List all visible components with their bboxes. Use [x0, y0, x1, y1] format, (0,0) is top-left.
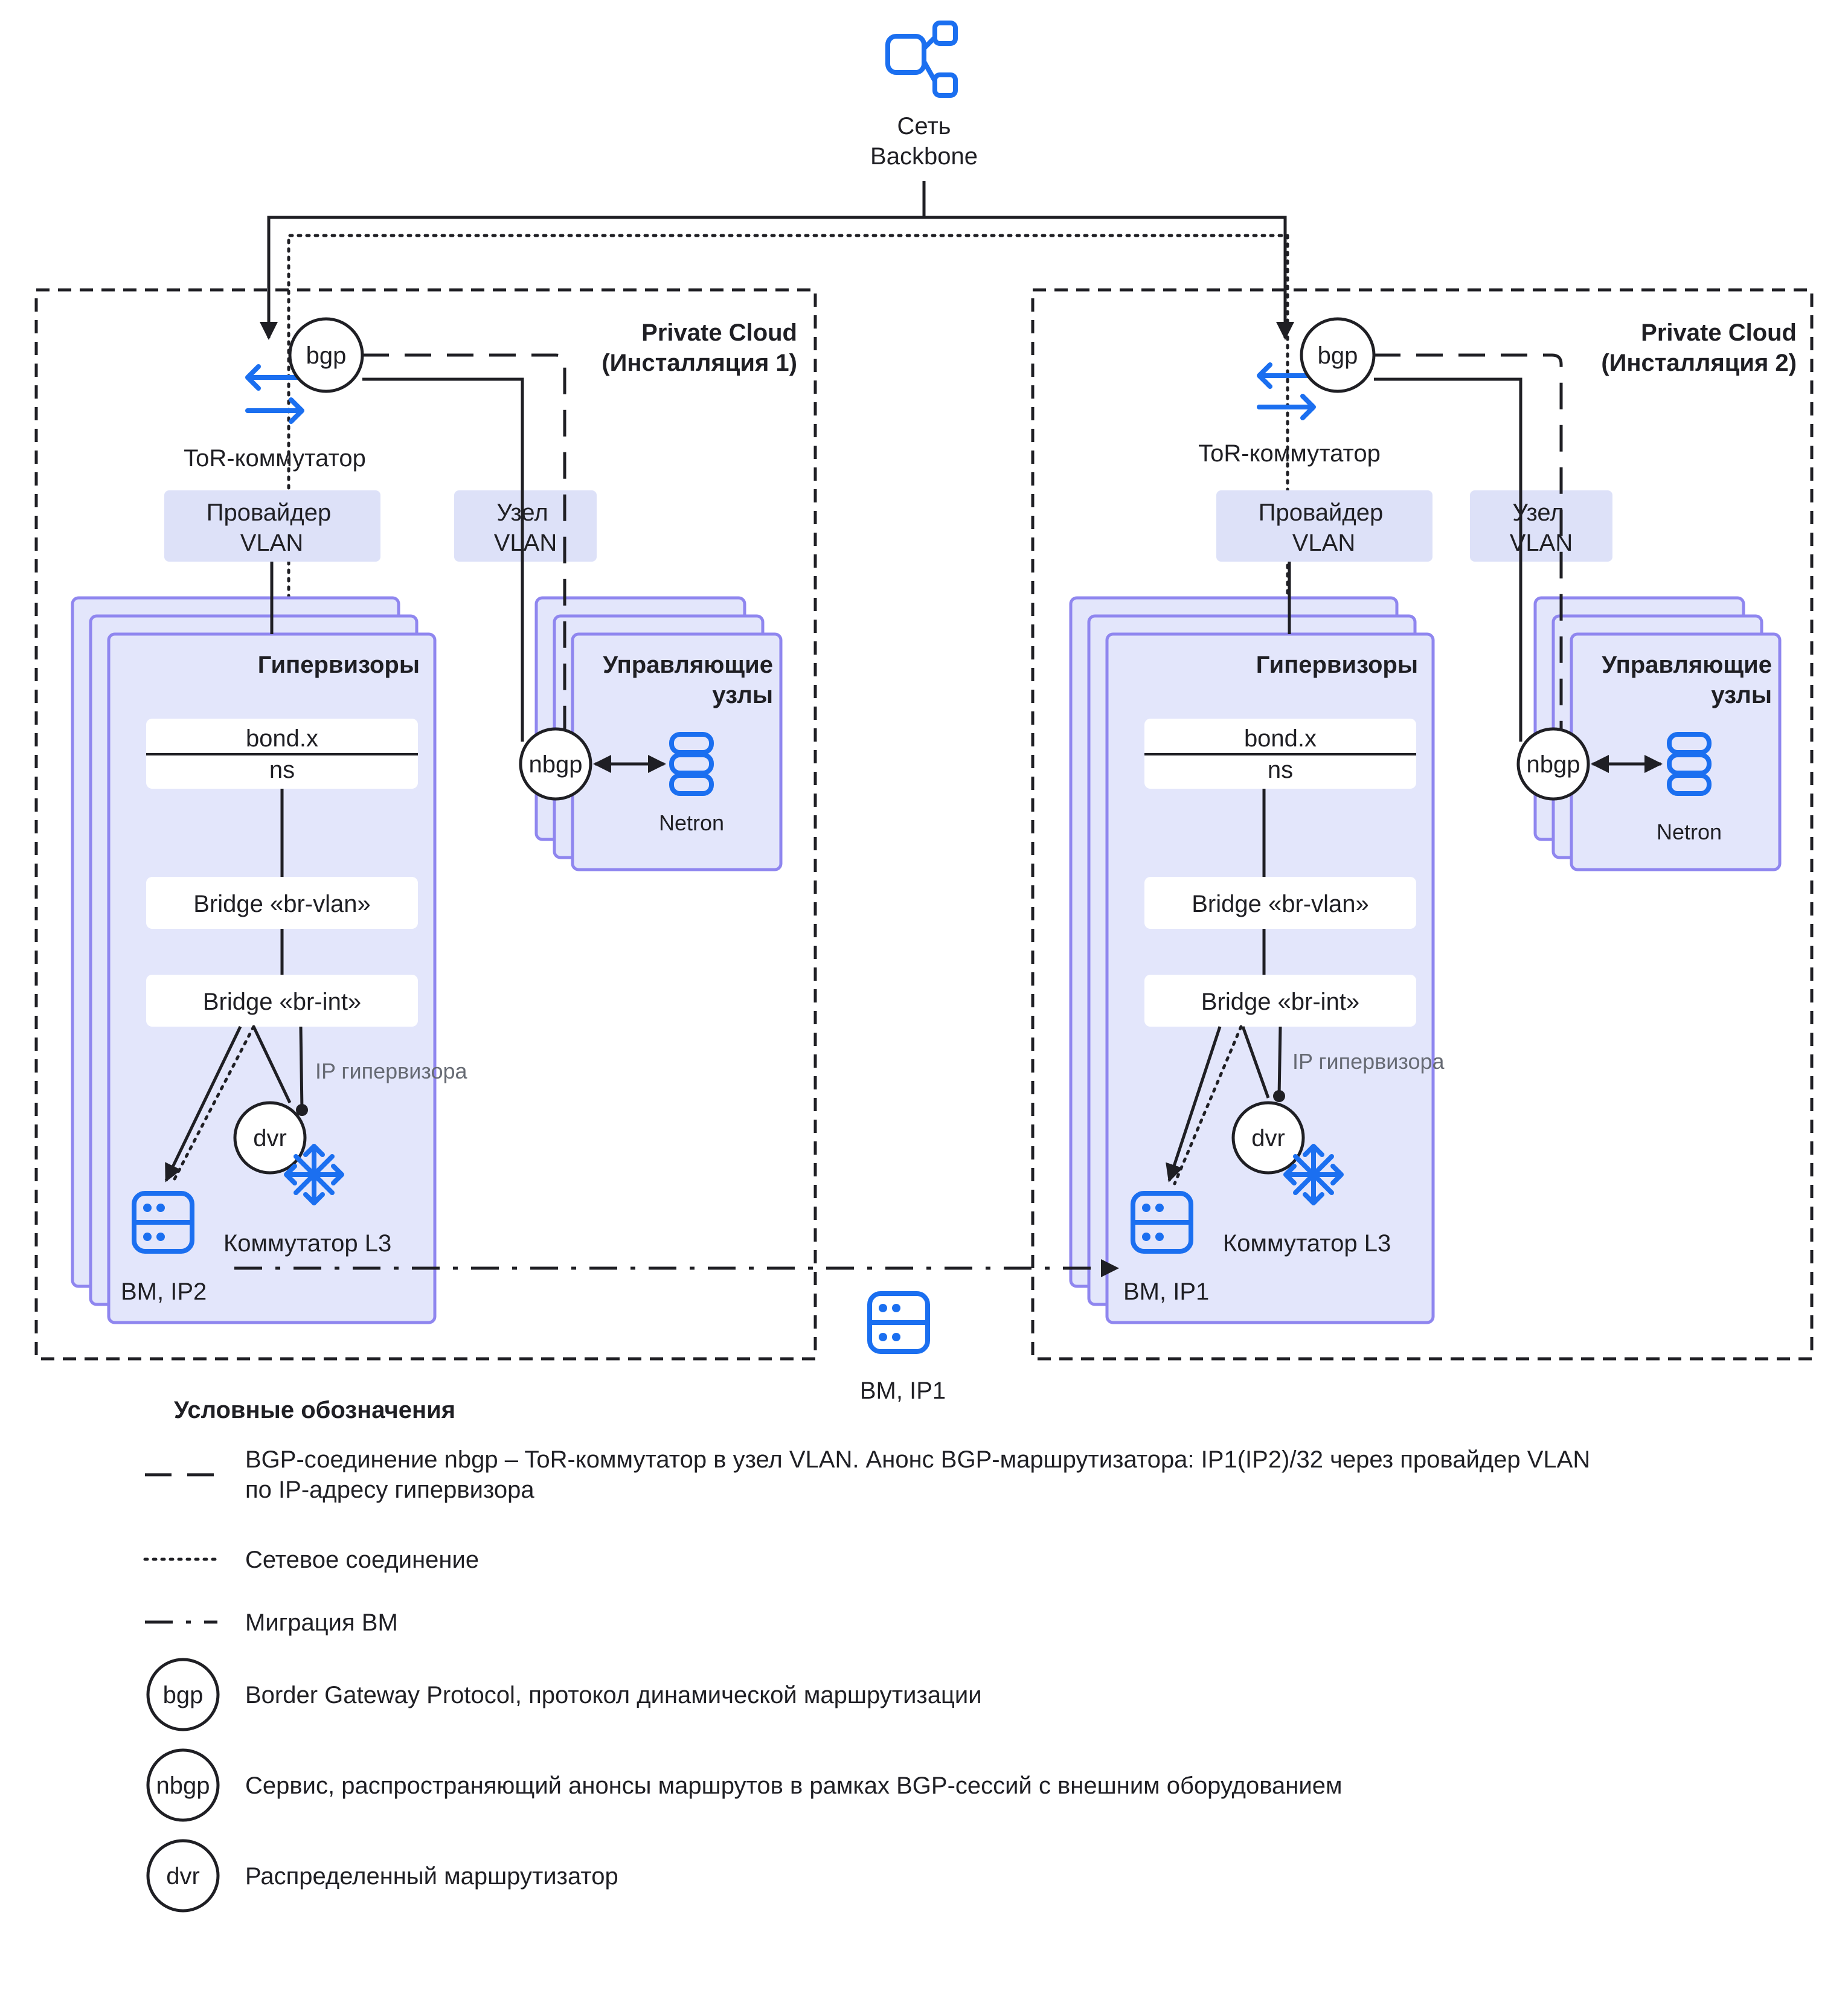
l3-switch-icon — [284, 1144, 344, 1205]
database-icon — [669, 732, 714, 796]
installation-title-line1: Private Cloud — [1641, 319, 1797, 346]
tor-switch-label: ToR-коммутатор — [184, 445, 366, 472]
installation-title-line2: (Инсталляция 1) — [602, 350, 797, 376]
legend-item-1-line2: по IP-адресу гипервизора — [245, 1477, 534, 1503]
bgp-label: bgp — [1318, 342, 1358, 369]
ns-label: ns — [269, 757, 295, 783]
legend-dvr-symbol-label: dvr — [166, 1863, 200, 1890]
installation-2: Private Cloud (Инсталляция 2) ToR-коммут… — [1069, 317, 1797, 1324]
provider-vlan-box — [1216, 490, 1433, 562]
legend-item-2: Сетевое соединение — [245, 1547, 479, 1573]
vm-label: ВМ, IP2 — [121, 1278, 207, 1305]
control-nodes-title-line1: Управляющие — [603, 652, 773, 678]
backbone-label-line1: Сеть — [897, 113, 951, 140]
installation-2-region — [1031, 288, 1814, 1361]
installation-1: Private Cloud (Инсталляция 1) ToR-коммут… — [71, 317, 797, 1324]
legend-title: Условные обозначения — [174, 1397, 455, 1423]
legend-dvr-symbol — [146, 1839, 220, 1913]
node-vlan-line2: VLAN — [1510, 530, 1573, 556]
legend-nbgp-symbol — [146, 1748, 220, 1822]
nbgp-node — [519, 727, 592, 801]
server-icon — [1131, 1191, 1193, 1254]
l3-switch-label: Коммутатор L3 — [1223, 1230, 1391, 1257]
netron-label: Netron — [1657, 819, 1722, 844]
provider-vlan-line1: Провайдер — [1259, 499, 1383, 526]
hypervisors-title: Гипервизоры — [258, 652, 420, 678]
node-vlan-box — [454, 490, 597, 562]
dvr-label: dvr — [1251, 1125, 1285, 1152]
control-nodes-title-line2: узлы — [712, 682, 773, 708]
ip-hypervisor-label: IP гипервизора — [1292, 1049, 1445, 1074]
dvr-node — [233, 1101, 307, 1175]
bond-label: bond.x — [1244, 725, 1317, 752]
bridge-int-label: Bridge «br-int» — [1201, 989, 1359, 1015]
ip-hypervisor-label: IP гипервизора — [315, 1059, 468, 1083]
installation-title-line1: Private Cloud — [641, 319, 797, 346]
control-nodes-title-line2: узлы — [1711, 682, 1772, 708]
legend-bgp-symbol — [146, 1658, 220, 1731]
legend-item-5: Сервис, распространяющий анонсы маршруто… — [245, 1772, 1342, 1799]
vm-label: ВМ, IP1 — [1123, 1278, 1209, 1305]
l3-switch-icon — [1283, 1144, 1344, 1205]
node-vlan-box — [1470, 490, 1612, 562]
tor-switch-label: ToR-коммутатор — [1198, 440, 1381, 467]
legend-item-4: Border Gateway Protocol, протокол динами… — [245, 1682, 982, 1708]
ns-label: ns — [1268, 757, 1293, 783]
backbone-link-2 — [924, 216, 1294, 340]
legend-item-3: Миграция ВМ — [245, 1609, 398, 1636]
bgp-label: bgp — [306, 342, 347, 369]
tor-switch-icon — [1257, 362, 1316, 420]
backbone-node: Сеть Backbone — [870, 21, 978, 170]
control-nodes-title-line1: Управляющие — [1602, 652, 1772, 678]
legend-bgp-symbol-label: bgp — [163, 1682, 204, 1708]
legend: Условные обозначения BGP-соединение nbgp… — [143, 1397, 1590, 1913]
bond-label: bond.x — [246, 725, 318, 752]
server-icon — [132, 1191, 194, 1254]
bridge-vlan-box — [146, 877, 418, 929]
database-icon — [1667, 732, 1712, 796]
legend-item-6: Распределенный маршрутизатор — [245, 1863, 618, 1890]
installation-1-region — [34, 288, 817, 1361]
legend-nbgp-symbol-label: nbgp — [156, 1772, 210, 1799]
node-vlan-line2: VLAN — [494, 530, 557, 556]
nbgp-label: nbgp — [1527, 751, 1580, 778]
provider-vlan-box — [164, 490, 380, 562]
hypervisors-title: Гипервизоры — [1256, 652, 1418, 678]
backbone-label-line2: Backbone — [870, 143, 978, 170]
l3-switch-label: Коммутатор L3 — [223, 1230, 391, 1257]
backbone-link-1 — [260, 181, 926, 340]
migrating-vm-label: ВМ, IP1 — [860, 1378, 946, 1404]
installation-title-line2: (Инсталляция 2) — [1601, 350, 1797, 376]
bridge-vlan-box — [1144, 877, 1416, 929]
dvr-node — [1231, 1101, 1305, 1175]
nbgp-label: nbgp — [529, 751, 583, 778]
tor-switch-icon — [245, 364, 304, 424]
bridge-int-box — [146, 975, 418, 1027]
provider-vlan-line2: VLAN — [240, 530, 304, 556]
bridge-vlan-label: Bridge «br-vlan» — [1192, 891, 1369, 917]
nbgp-node — [1516, 727, 1590, 801]
bridge-int-box — [1144, 975, 1416, 1027]
legend-item-1-line1: BGP-соединение nbgp – ToR-коммутатор в у… — [245, 1446, 1590, 1473]
provider-vlan-line1: Провайдер — [207, 499, 331, 526]
bridge-int-label: Bridge «br-int» — [203, 989, 361, 1015]
provider-vlan-line2: VLAN — [1292, 530, 1356, 556]
dvr-label: dvr — [253, 1125, 287, 1152]
network-topology-icon — [885, 21, 958, 98]
bridge-vlan-label: Bridge «br-vlan» — [193, 891, 371, 917]
netron-label: Netron — [659, 810, 724, 835]
server-icon — [867, 1291, 930, 1354]
migrating-vm: ВМ, IP1 — [860, 1291, 946, 1404]
